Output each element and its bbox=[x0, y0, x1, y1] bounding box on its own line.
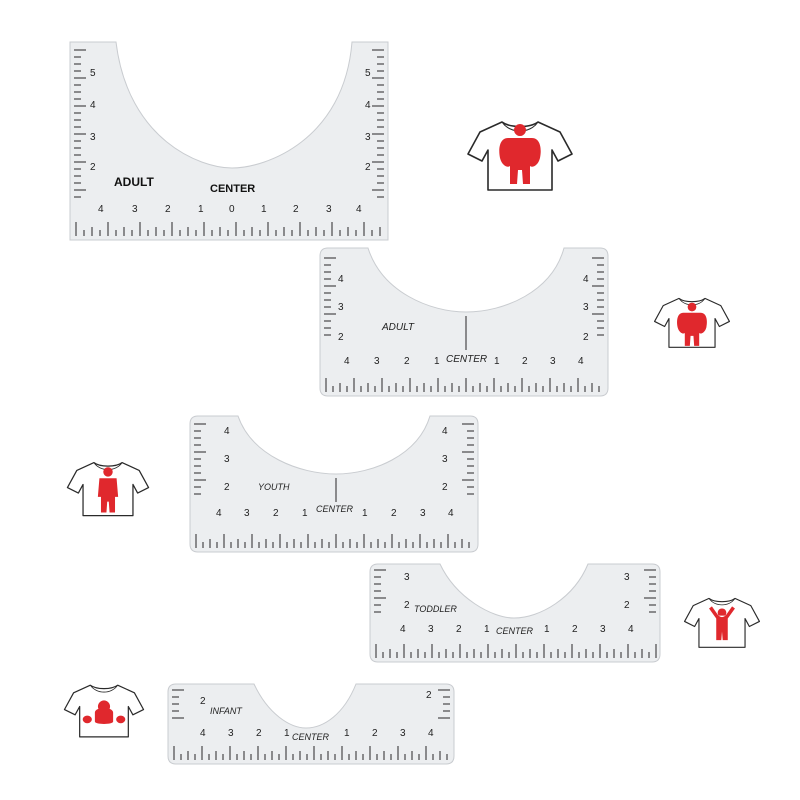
tshirt-adult bbox=[653, 297, 731, 348]
ruler-number: 1 bbox=[302, 508, 308, 519]
ruler-number: 1 bbox=[484, 624, 490, 635]
ruler-side-number: 5 bbox=[90, 68, 96, 79]
ruler-number: 4 bbox=[98, 204, 104, 215]
ruler-side-number: 2 bbox=[442, 482, 448, 493]
ruler-side-number: 4 bbox=[442, 426, 448, 437]
ruler-center-label: CENTER bbox=[210, 183, 255, 195]
ruler-side-number: 3 bbox=[365, 132, 371, 143]
ruler-center-label: CENTER bbox=[292, 732, 330, 742]
ruler-youth: YOUTH CENTER 4 3 2 1 1 2 3 4 2 3 4 2 3 4 bbox=[189, 415, 479, 553]
ruler-number: 4 bbox=[216, 508, 222, 519]
ruler-number: 2 bbox=[522, 356, 528, 367]
ruler-side-number: 2 bbox=[583, 332, 589, 343]
ruler-center-label: CENTER bbox=[496, 626, 534, 636]
ruler-body bbox=[167, 683, 455, 765]
ruler-side-number: 3 bbox=[224, 454, 230, 465]
ruler-size-label: YOUTH bbox=[258, 482, 290, 492]
ruler-side-number: 3 bbox=[338, 302, 344, 313]
ruler-number: 3 bbox=[228, 728, 234, 739]
ruler-number: 3 bbox=[600, 624, 606, 635]
ruler-number: 2 bbox=[572, 624, 578, 635]
ruler-side-number: 3 bbox=[624, 572, 630, 583]
ruler-number: 1 bbox=[261, 204, 267, 215]
ruler-side-number: 4 bbox=[90, 100, 96, 111]
ruler-number: 1 bbox=[362, 508, 368, 519]
ruler-adult-large: ADULT CENTER 4 3 2 1 0 1 2 3 4 2 3 4 5 2… bbox=[69, 41, 389, 241]
ruler-number: 1 bbox=[544, 624, 550, 635]
ruler-size-label: INFANT bbox=[210, 706, 243, 716]
ruler-side-number: 3 bbox=[583, 302, 589, 313]
tshirt-infant bbox=[63, 684, 145, 738]
ruler-body bbox=[369, 563, 661, 663]
ruler-number: 4 bbox=[356, 204, 362, 215]
ruler-number: 1 bbox=[494, 356, 500, 367]
ruler-side-number: 3 bbox=[90, 132, 96, 143]
ruler-body bbox=[189, 415, 479, 553]
ruler-number: 3 bbox=[420, 508, 426, 519]
ruler-body bbox=[69, 41, 389, 241]
ruler-number: 4 bbox=[400, 624, 406, 635]
ruler-number: 2 bbox=[391, 508, 397, 519]
ruler-side-number: 4 bbox=[365, 100, 371, 111]
ruler-center-label: CENTER bbox=[316, 504, 354, 514]
ruler-toddler: TODDLER CENTER 4 3 2 1 1 2 3 4 2 3 2 3 bbox=[369, 563, 661, 663]
ruler-number: 2 bbox=[293, 204, 299, 215]
ruler-number: 0 bbox=[229, 204, 235, 215]
ruler-number: 2 bbox=[372, 728, 378, 739]
toddler-figure-icon bbox=[709, 606, 735, 641]
ruler-side-number: 2 bbox=[90, 162, 96, 173]
ruler-infant: INFANT CENTER 4 3 2 1 1 2 3 4 2 2 bbox=[167, 683, 455, 765]
ruler-side-number: 2 bbox=[404, 600, 410, 611]
ruler-number: 3 bbox=[428, 624, 434, 635]
ruler-adult: ADULT CENTER 4 3 2 1 1 2 3 4 2 3 4 2 3 4 bbox=[319, 247, 609, 397]
tshirt-youth bbox=[66, 461, 150, 517]
youth-figure-icon bbox=[97, 467, 119, 513]
adult-figure-icon bbox=[677, 302, 707, 346]
ruler-number: 4 bbox=[200, 728, 206, 739]
tshirt-toddler bbox=[683, 597, 761, 648]
ruler-side-number: 4 bbox=[338, 274, 344, 285]
ruler-number: 3 bbox=[550, 356, 556, 367]
ruler-side-number: 2 bbox=[224, 482, 230, 493]
ruler-number: 3 bbox=[244, 508, 250, 519]
ruler-side-number: 3 bbox=[442, 454, 448, 465]
ruler-number: 2 bbox=[256, 728, 262, 739]
ruler-number: 3 bbox=[132, 204, 138, 215]
ruler-side-number: 4 bbox=[224, 426, 230, 437]
adult-figure-icon bbox=[499, 124, 541, 184]
ruler-number: 4 bbox=[578, 356, 584, 367]
ruler-side-number: 2 bbox=[338, 332, 344, 343]
ruler-side-number: 2 bbox=[624, 600, 630, 611]
ruler-number: 3 bbox=[374, 356, 380, 367]
ruler-center-label: CENTER bbox=[446, 354, 487, 365]
ruler-side-number: 2 bbox=[426, 690, 432, 701]
ruler-side-number: 2 bbox=[365, 162, 371, 173]
ruler-number: 4 bbox=[448, 508, 454, 519]
tshirt-adult-large bbox=[467, 121, 573, 191]
ruler-side-number: 5 bbox=[365, 68, 371, 79]
ruler-side-number: 2 bbox=[200, 696, 206, 707]
ruler-number: 3 bbox=[326, 204, 332, 215]
ruler-size-label: TODDLER bbox=[414, 604, 457, 614]
ruler-size-label: ADULT bbox=[114, 175, 154, 189]
ruler-number: 1 bbox=[284, 728, 290, 739]
ruler-number: 4 bbox=[344, 356, 350, 367]
ruler-number: 2 bbox=[273, 508, 279, 519]
ruler-number: 4 bbox=[428, 728, 434, 739]
ruler-number: 1 bbox=[434, 356, 440, 367]
ruler-size-label: ADULT bbox=[381, 322, 415, 333]
ruler-number: 2 bbox=[165, 204, 171, 215]
infant-figure-icon bbox=[82, 700, 126, 724]
ruler-number: 2 bbox=[404, 356, 410, 367]
ruler-number: 3 bbox=[400, 728, 406, 739]
ruler-number: 1 bbox=[344, 728, 350, 739]
ruler-number: 1 bbox=[198, 204, 204, 215]
ruler-number: 2 bbox=[456, 624, 462, 635]
ruler-side-number: 3 bbox=[404, 572, 410, 583]
ruler-number: 4 bbox=[628, 624, 634, 635]
ruler-side-number: 4 bbox=[583, 274, 589, 285]
ruler-body bbox=[319, 247, 609, 397]
